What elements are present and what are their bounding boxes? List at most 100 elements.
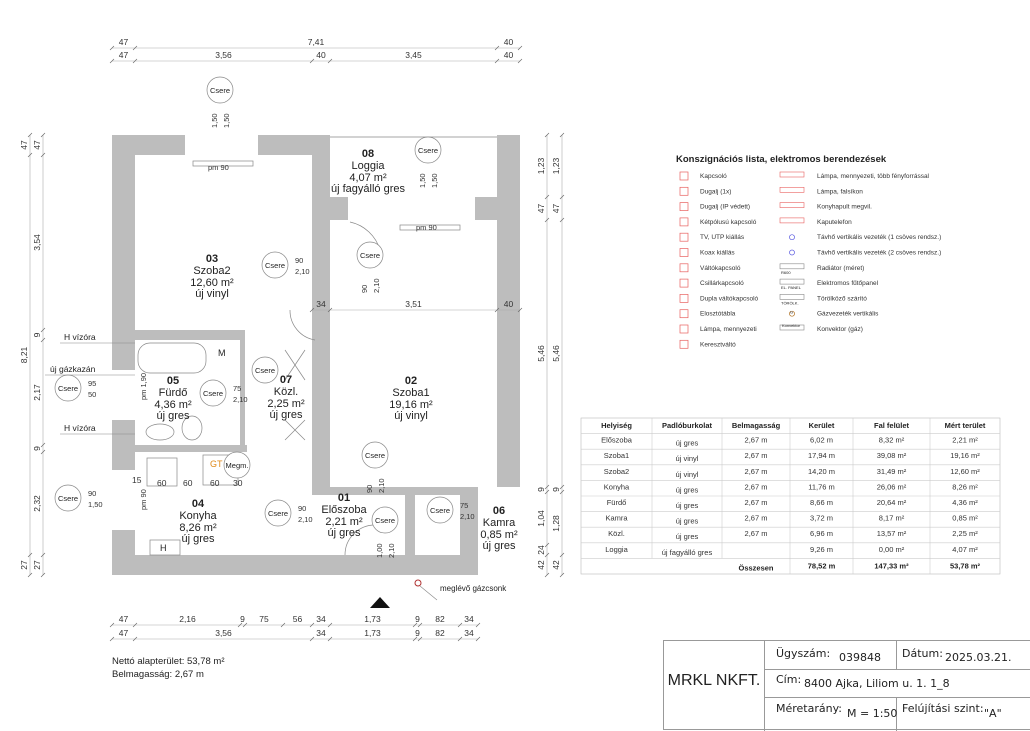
- room-number: 05: [167, 375, 179, 387]
- room-name: Szoba2: [193, 265, 230, 277]
- dimension-value: 9: [551, 487, 561, 492]
- legend-symbol-icon: [679, 294, 689, 303]
- dimension-value: 40: [504, 37, 514, 47]
- opening-width: 90: [365, 485, 374, 493]
- scale-label: Méretarány:: [776, 702, 843, 715]
- legend-item: Konyhapult megvil.: [817, 204, 872, 211]
- legend-symbol-icon: [679, 202, 689, 211]
- opening-tag-label: Csere: [255, 366, 275, 375]
- opening-tag-label: Csere: [418, 146, 438, 155]
- dimension-value: 1,04: [536, 510, 546, 527]
- legend-item: Távhő vertikális vezeték (2 csöves rends…: [817, 250, 941, 257]
- legend-icon-text: Konvektor: [782, 323, 801, 328]
- table-cell: 31,49 m²: [877, 467, 907, 476]
- dimension-value: 3,51: [405, 299, 422, 309]
- gas-stove-label: GT: [210, 459, 223, 469]
- dimension-value: 47: [119, 50, 129, 60]
- opening-width: 95: [88, 379, 96, 388]
- room-floor: új gres: [181, 533, 215, 545]
- opening-width: 1,50: [418, 173, 427, 188]
- legend-symbol-icon: [679, 217, 689, 227]
- dimension-value: 42: [536, 560, 546, 570]
- dimension-value: 2,16: [179, 614, 196, 624]
- table-cell: 2,67 m: [745, 482, 768, 491]
- legend-item: TV, UTP kiállás: [700, 234, 745, 241]
- opening-height: 1,50: [430, 173, 439, 188]
- room-name: Fürdő: [159, 387, 188, 399]
- room-area: 12,60 m²: [190, 277, 234, 289]
- legend-symbol-icon: [789, 249, 795, 256]
- total-value: 78,52 m: [808, 561, 836, 570]
- room-name: Loggia: [351, 160, 385, 172]
- address-label: Cím:: [776, 673, 802, 686]
- table-header: Helyiség: [601, 421, 632, 430]
- table-cell: 19,16 m²: [950, 451, 980, 460]
- table-cell: Szoba1: [604, 451, 629, 460]
- opening-tag-label: Csere: [360, 251, 380, 260]
- legend-item: Távhő vertikális vezeték (1 csöves rends…: [817, 234, 941, 241]
- legend-item: Dugalj (IP védett): [700, 204, 750, 211]
- table-cell: Szoba2: [604, 467, 629, 476]
- table-cell: 6,96 m: [810, 529, 833, 538]
- legend-item: Csillárkapcsoló: [700, 280, 744, 287]
- walls: [112, 135, 520, 575]
- dimension-value: 34: [464, 628, 474, 638]
- dimension-value: 47: [119, 628, 129, 638]
- room-area: 2,21 m²: [325, 516, 363, 528]
- table-cell: új gres: [676, 501, 699, 510]
- table-cell: 13,57 m²: [877, 529, 907, 538]
- legend-item: Elektromos fűtőpanel: [817, 280, 879, 287]
- table-header: Fal felület: [874, 421, 910, 430]
- legend-icon-text: EL. PANEL: [781, 285, 802, 290]
- radiator-label: pm 90: [208, 163, 229, 172]
- renovation-level: "A": [984, 707, 1002, 720]
- table-cell: 8,66 m: [810, 498, 833, 507]
- opening-tag-label: Csere: [430, 506, 450, 515]
- table-cell: 8,32 m²: [879, 436, 905, 445]
- room-number: 08: [362, 148, 374, 160]
- date: 2025.03.21.: [945, 651, 1012, 664]
- legend-item: Radiátor (méret): [817, 265, 864, 272]
- legend-symbol-icon: [779, 202, 805, 208]
- legend-symbol-icon: [679, 324, 689, 334]
- table-cell: új gres: [676, 532, 699, 541]
- table-cell: 2,67 m: [745, 529, 768, 538]
- dimension-value: 47: [32, 140, 42, 150]
- opening-height: 1,50: [222, 113, 231, 128]
- dimension-value: 8,21: [19, 346, 29, 363]
- dimension-value: 47: [119, 614, 129, 624]
- table-cell: 11,76 m: [808, 482, 835, 491]
- room-number: 04: [192, 498, 205, 510]
- opening-tag-label: Csere: [58, 494, 78, 503]
- table-header: Kerület: [809, 421, 835, 430]
- opening-width: 90: [298, 504, 306, 513]
- total-value: 53,78 m²: [950, 561, 981, 570]
- radiator-label: pm 90: [139, 489, 148, 510]
- dimension-value: 34: [316, 299, 326, 309]
- room-number: 01: [338, 492, 350, 504]
- legend-icon-text: G: [790, 310, 793, 315]
- opening-height: 2,10: [298, 515, 313, 524]
- table-cell: 0,00 m²: [879, 545, 905, 554]
- legend-icon-text: TÖRÖLK.: [781, 300, 799, 305]
- table-cell: Közl.: [608, 529, 625, 538]
- legend-item: Kaputelefon: [817, 219, 852, 226]
- dimension-value: 1,23: [551, 157, 561, 174]
- dimension-value: 82: [435, 614, 445, 624]
- opening-width: 75: [460, 501, 468, 510]
- legend-item: Konvektor (gáz): [817, 326, 863, 333]
- legend-item: Dugalj (1x): [700, 188, 731, 195]
- dimension-value: 27: [19, 560, 29, 570]
- legend-item: Lámpa, mennyezeti, több fényforrással: [817, 173, 930, 180]
